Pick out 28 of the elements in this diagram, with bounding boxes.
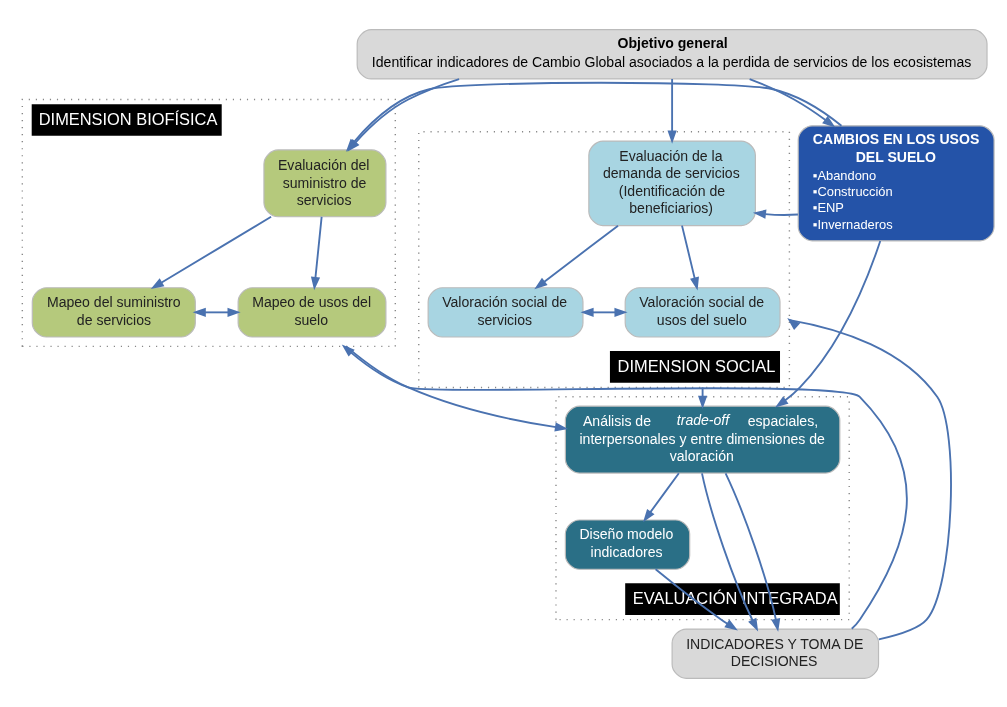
arrow <box>752 209 799 219</box>
arrow <box>345 344 569 432</box>
arrow <box>341 344 908 630</box>
node-box: Mapeo de usos del suelo <box>237 286 387 338</box>
arrow <box>310 215 323 290</box>
arrow <box>667 77 677 144</box>
node-box: Evaluación de la demanda de servicios (Identificación de beneficiarios) <box>588 140 756 226</box>
node-box: Mapeo del suministro de servicios <box>31 286 196 338</box>
arrow <box>192 307 241 317</box>
node-box: Valoración social de usos del suelo <box>624 286 781 338</box>
node-box: CAMBIOS EN LOS USOS DEL SUELO ▪Abandono ▪Construcción ▪ENP ▪Invernaderos <box>797 124 995 241</box>
arrow <box>775 239 882 408</box>
arrow <box>654 567 738 631</box>
arrow <box>748 77 836 127</box>
arrow <box>787 317 952 640</box>
arrow <box>681 224 699 290</box>
arrow <box>534 224 619 289</box>
node-box: Objetivo general Identificar indicadores de Cambio Global asociados a la perdida de servicios de los ecosistemas <box>356 28 988 80</box>
node-box: Evaluación del suministro de servicios <box>263 148 387 217</box>
node-box: Valoración social de servicios <box>427 286 584 338</box>
node-box: Diseño modelo indicadores <box>564 518 691 570</box>
arrow <box>580 307 628 317</box>
arrow <box>724 471 781 632</box>
node-box: Análisis de trade-off espaciales, interpersonales y entre dimensiones de valoración <box>564 405 841 474</box>
arrow <box>643 471 680 522</box>
arrow <box>701 471 759 632</box>
arrow <box>150 215 273 289</box>
node-box: INDICADORES Y TOMA DE DECISIONES <box>671 627 880 679</box>
